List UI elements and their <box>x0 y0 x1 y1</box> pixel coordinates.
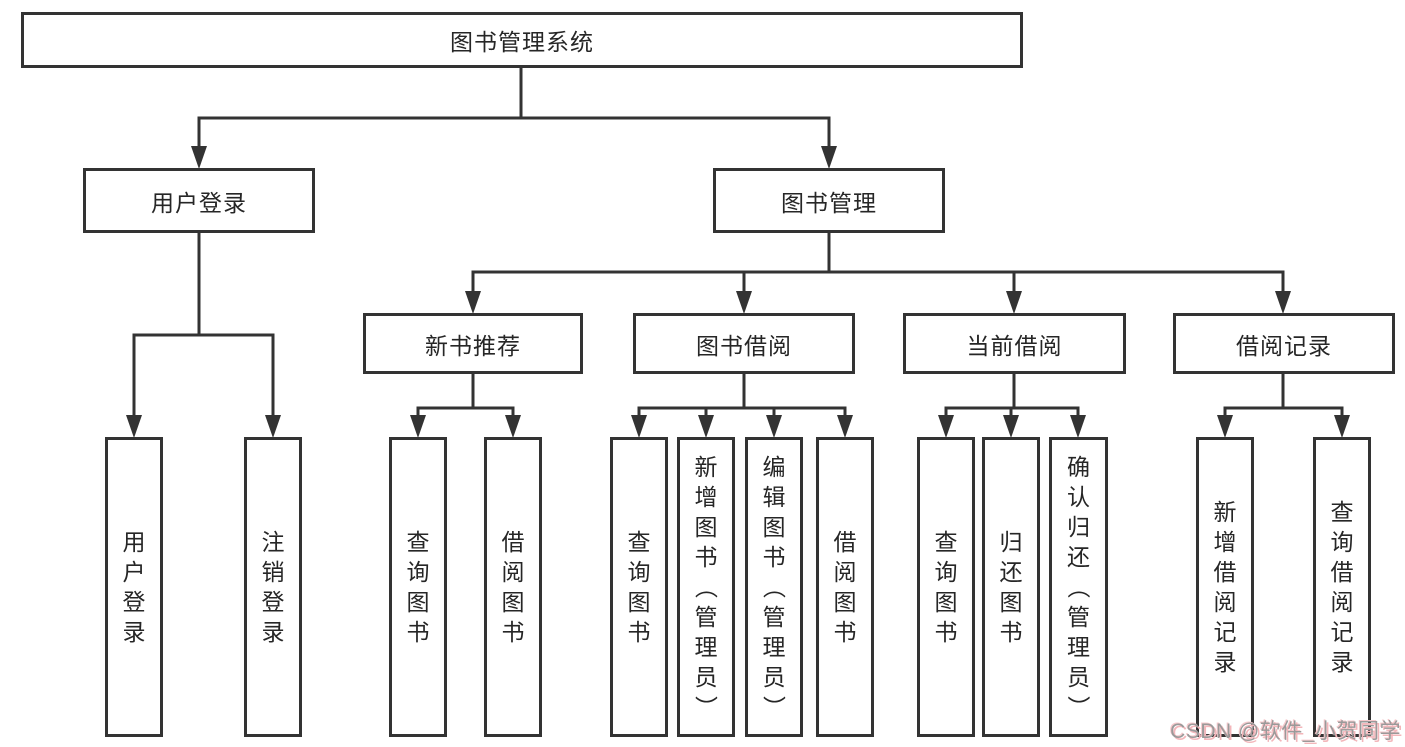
vertical-char: 书 <box>833 619 857 645</box>
leaf-query-books-3: 查询图书 <box>917 437 975 737</box>
vertical-char: 书 <box>406 619 430 645</box>
vertical-char: 管 <box>694 604 718 630</box>
node-library-management-system: 图书管理系统 <box>21 12 1023 68</box>
leaf-logout: 注销登录 <box>244 437 302 737</box>
node-current-borrowing: 当前借阅 <box>903 313 1126 374</box>
vertical-char: 图 <box>999 589 1023 615</box>
vertical-char: 增 <box>694 484 718 510</box>
vertical-char: 户 <box>122 559 146 585</box>
vertical-char: 询 <box>934 559 958 585</box>
vertical-char: 图 <box>627 589 651 615</box>
vertical-char: 阅 <box>833 559 857 585</box>
vertical-char: 书 <box>762 544 786 570</box>
node-new-book-recommend: 新书推荐 <box>363 313 583 374</box>
vertical-char: 登 <box>122 589 146 615</box>
vertical-char: 认 <box>1067 484 1090 510</box>
vertical-char: ） <box>761 695 787 719</box>
leaf-add-book-admin: 新增图书 （ 管理员 ） <box>677 437 735 737</box>
leaf-query-books-1: 查询图书 <box>389 437 447 737</box>
vertical-char: 阅 <box>1213 589 1237 615</box>
vertical-char: 查 <box>1330 499 1354 525</box>
vertical-char: 理 <box>1067 634 1090 660</box>
vertical-char: 员 <box>694 664 718 690</box>
vertical-char: 借 <box>1330 559 1354 585</box>
leaf-add-borrow-record: 新增借阅记录 <box>1196 437 1254 737</box>
leaf-return-book: 归还图书 <box>982 437 1040 737</box>
vertical-char: 图 <box>694 514 718 540</box>
vertical-char: 查 <box>934 529 958 555</box>
vertical-char: 书 <box>694 544 718 570</box>
vertical-char: 管 <box>762 604 786 630</box>
vertical-char: 图 <box>762 514 786 540</box>
vertical-char: 销 <box>261 559 285 585</box>
vertical-char: 图 <box>934 589 958 615</box>
leaf-borrow-books-2: 借阅图书 <box>816 437 874 737</box>
vertical-char: ） <box>1065 695 1092 719</box>
node-user-login: 用户登录 <box>83 168 315 233</box>
vertical-char: 借 <box>501 529 525 555</box>
vertical-char: 用 <box>122 529 146 555</box>
vertical-char: 编 <box>762 454 786 480</box>
vertical-char: 记 <box>1213 619 1237 645</box>
vertical-char: 辑 <box>762 484 786 510</box>
vertical-char: 图 <box>833 589 857 615</box>
node-borrowing-records: 借阅记录 <box>1173 313 1395 374</box>
vertical-char: 书 <box>501 619 525 645</box>
vertical-char: 询 <box>1330 529 1354 555</box>
vertical-char: 录 <box>122 619 146 645</box>
leaf-borrow-books-1: 借阅图书 <box>484 437 542 737</box>
vertical-char: 录 <box>1330 649 1354 675</box>
vertical-char: （ <box>761 575 787 599</box>
vertical-char: 询 <box>627 559 651 585</box>
vertical-char: 借 <box>833 529 857 555</box>
vertical-char: 还 <box>1067 544 1090 570</box>
vertical-char: 询 <box>406 559 430 585</box>
vertical-char: 借 <box>1213 559 1237 585</box>
vertical-char: 新 <box>1213 499 1237 525</box>
vertical-char: 员 <box>762 664 786 690</box>
vertical-char: 书 <box>934 619 958 645</box>
vertical-char: 员 <box>1067 664 1090 690</box>
vertical-char: 查 <box>406 529 430 555</box>
vertical-char: 图 <box>406 589 430 615</box>
vertical-char: 书 <box>999 619 1023 645</box>
node-book-borrowing: 图书借阅 <box>633 313 855 374</box>
vertical-char: 阅 <box>1330 589 1354 615</box>
csdn-watermark: CSDN @软件_小贺同学 <box>1170 720 1401 743</box>
vertical-char: 理 <box>762 634 786 660</box>
vertical-char: 管 <box>1067 604 1090 630</box>
leaf-query-borrow-record: 查询借阅记录 <box>1313 437 1371 737</box>
leaf-user-login: 用户登录 <box>105 437 163 737</box>
vertical-char: 录 <box>1213 649 1237 675</box>
vertical-char: 归 <box>999 529 1023 555</box>
leaf-query-books-2: 查询图书 <box>610 437 668 737</box>
vertical-char: 还 <box>999 559 1023 585</box>
vertical-char: （ <box>693 575 719 599</box>
vertical-char: 归 <box>1067 514 1090 540</box>
vertical-char: 查 <box>627 529 651 555</box>
leaf-edit-book-admin: 编辑图书 （ 管理员 ） <box>745 437 803 737</box>
vertical-char: 增 <box>1213 529 1237 555</box>
vertical-char: 注 <box>261 529 285 555</box>
leaf-confirm-return-admin: 确认归还 （ 管理员 ） <box>1049 437 1108 737</box>
vertical-char: 阅 <box>501 559 525 585</box>
vertical-char: 理 <box>694 634 718 660</box>
vertical-char: 录 <box>261 619 285 645</box>
vertical-char: 确 <box>1067 454 1090 480</box>
node-book-management: 图书管理 <box>713 168 945 233</box>
vertical-char: ） <box>693 695 719 719</box>
vertical-char: （ <box>1065 575 1092 599</box>
vertical-char: 登 <box>261 589 285 615</box>
vertical-char: 新 <box>694 454 718 480</box>
vertical-char: 书 <box>627 619 651 645</box>
vertical-char: 记 <box>1330 619 1354 645</box>
vertical-char: 图 <box>501 589 525 615</box>
